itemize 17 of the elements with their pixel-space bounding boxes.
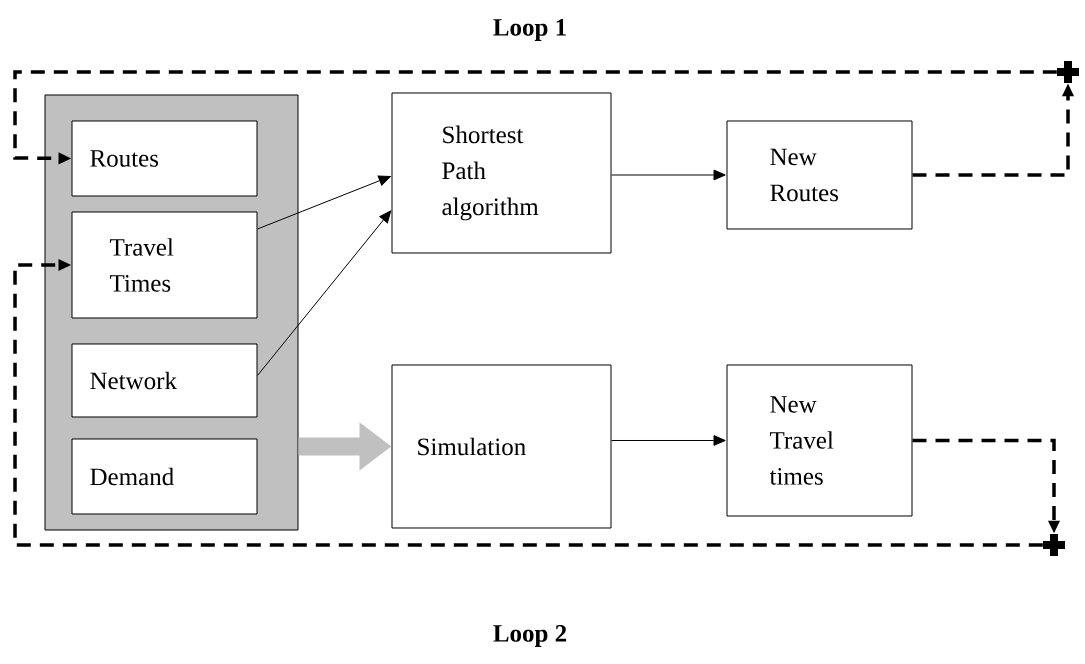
- arrow: [611, 435, 726, 446]
- process-box: Simulation: [391, 364, 612, 529]
- input-box: Routes: [71, 120, 258, 197]
- feedback-arrow: [13, 258, 1043, 547]
- process-box: Shortest Path algorithm: [391, 92, 612, 254]
- arrow: [257, 210, 392, 376]
- input-box: Travel Times: [71, 211, 258, 319]
- input-box: Network: [71, 343, 258, 418]
- loop-label: Loop 1: [493, 19, 566, 41]
- loop-label: Loop 2: [493, 625, 567, 647]
- plus-junction: [1043, 534, 1065, 556]
- process-box: New Travel times: [726, 364, 913, 517]
- input-box: Demand: [71, 438, 258, 515]
- process-box: New Routes: [726, 120, 913, 230]
- plus-junction: [1057, 61, 1079, 83]
- arrow: [611, 169, 726, 181]
- arrow: [257, 175, 391, 230]
